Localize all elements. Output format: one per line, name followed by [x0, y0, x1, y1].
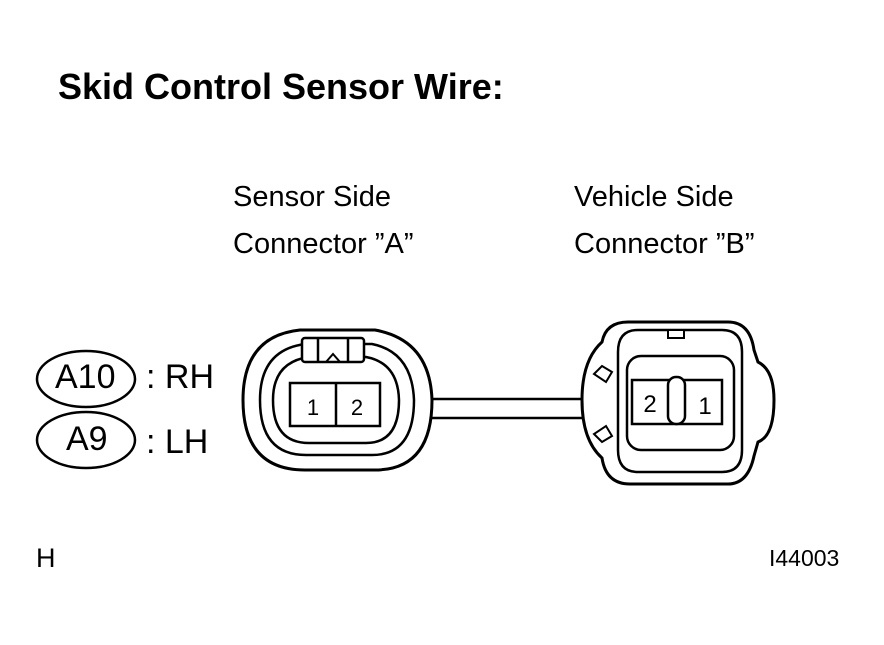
connector-b-label-line1: Vehicle Side — [574, 181, 734, 213]
connector-a-label-line1: Sensor Side — [233, 181, 391, 213]
code-a9-side: : LH — [146, 423, 209, 461]
connector-a — [241, 328, 434, 472]
connector-b-pin-1: 1 — [698, 393, 711, 420]
figure-id: I44003 — [769, 545, 840, 571]
code-oval-a10 — [35, 349, 137, 409]
connector-b-label-line2: Connector ”B” — [574, 228, 755, 260]
connector-a-label-line2: Connector ”A” — [233, 228, 414, 260]
code-a10-side: : RH — [146, 358, 214, 396]
diagram-title: Skid Control Sensor Wire: — [58, 66, 504, 107]
connector-b — [580, 320, 776, 486]
connector-a-pin-1: 1 — [307, 395, 319, 420]
corner-letter: H — [36, 543, 56, 573]
connector-b-pin-2: 2 — [643, 391, 656, 418]
code-a9: A9 — [66, 420, 108, 458]
code-a10: A10 — [55, 358, 116, 396]
code-oval-a9 — [35, 410, 137, 470]
connector-a-pin-2: 2 — [351, 395, 363, 420]
